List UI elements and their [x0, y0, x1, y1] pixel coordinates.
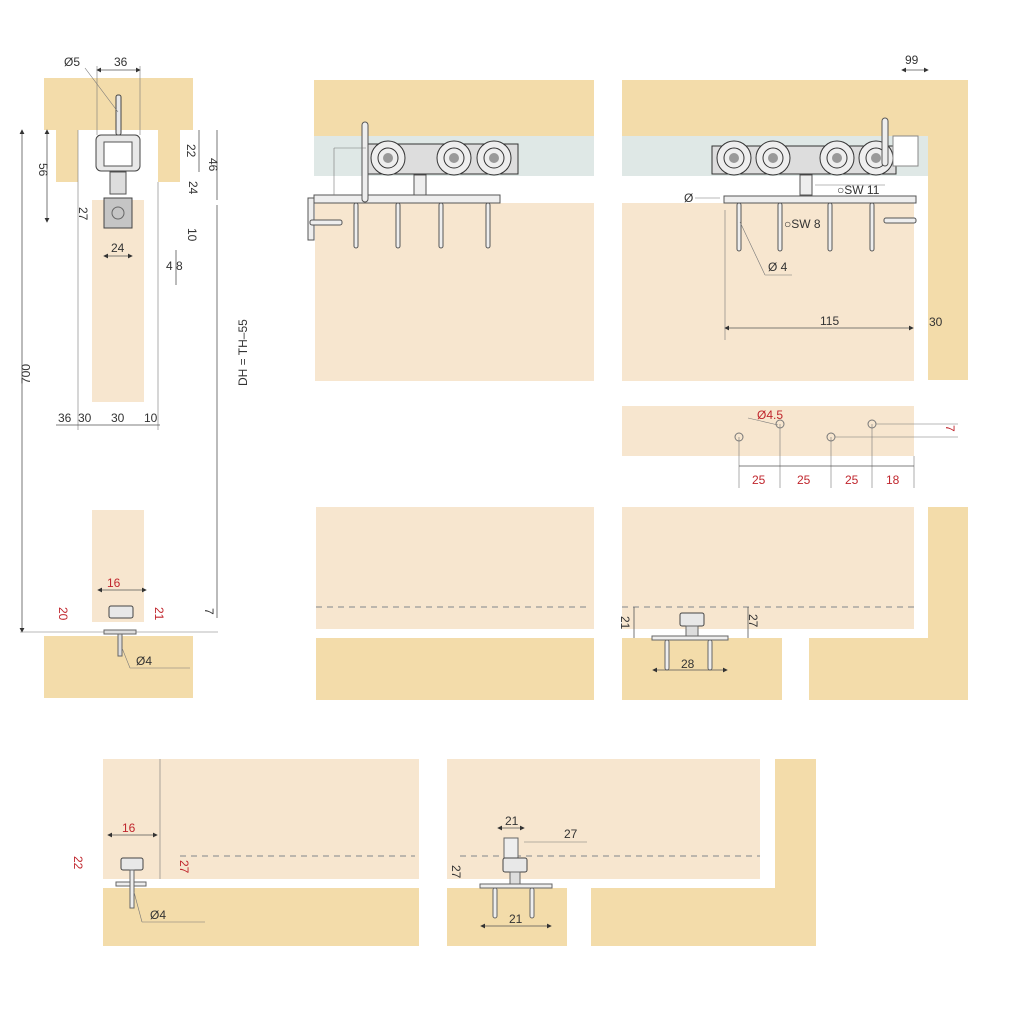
mounting-block	[103, 197, 133, 229]
front-view-top-left	[307, 80, 594, 381]
dim-22b: 22	[71, 856, 85, 870]
wheel-icon	[755, 140, 791, 176]
left-jamb	[56, 130, 78, 182]
wheel-icon	[370, 140, 406, 176]
dim-30c: 30	[929, 315, 943, 329]
dim-diameter-5: Ø5	[64, 55, 80, 69]
dim-10: 10	[185, 228, 199, 242]
floor-guide	[108, 605, 134, 619]
door-panel-bottom	[92, 510, 144, 622]
dim-700: 700	[19, 364, 33, 384]
dim-28: 28	[681, 657, 695, 671]
dim-36b: 36	[58, 411, 72, 425]
bolt-icon	[109, 171, 127, 195]
floor-guide	[679, 612, 705, 627]
dim-16: 16	[107, 576, 121, 590]
wheel-icon	[476, 140, 512, 176]
corner-frame	[809, 507, 968, 700]
dim-diameter-4b: Ø 4	[768, 260, 788, 274]
dim-diameter-4: Ø4	[136, 654, 152, 668]
dim-21b: 21	[618, 616, 632, 630]
dim-22: 22	[184, 144, 198, 158]
dim-115: 115	[820, 314, 839, 328]
dim-24-horiz: 24	[111, 241, 125, 255]
dim-21c: 21	[505, 814, 519, 828]
screw-icon	[129, 869, 135, 909]
dim-21: 21	[152, 607, 166, 621]
door-panel-top	[92, 200, 144, 402]
dim-46: 46	[206, 158, 220, 172]
dim-width-36: 36	[114, 55, 128, 69]
front-view-bottom-right: 28 21 27	[618, 507, 968, 700]
dim-21d: 21	[509, 912, 523, 926]
mounting-plate	[313, 194, 501, 204]
side-section-view: 36 Ø5 56 22 46 24 27 24 10 4 8 700 DH = …	[19, 55, 250, 698]
dim-56: 56	[36, 163, 50, 177]
dim-door-height: DH = TH–55	[236, 319, 250, 386]
dim-diameter-4c: Ø4	[150, 908, 166, 922]
dim-27b: 27	[746, 614, 760, 628]
dim-gap-25b: 25	[797, 473, 811, 487]
dim-27e: 27	[449, 865, 463, 879]
right-jamb	[158, 130, 180, 182]
label-sw11: ○SW 11	[837, 183, 880, 197]
dim-offset-7: 7	[943, 425, 957, 432]
front-view-top-right: 99 Ø ○SW 11 ○SW 8 Ø 4 115 30	[622, 53, 968, 381]
dim-diameter-mark: Ø	[684, 191, 693, 205]
dim-gap-18: 18	[886, 473, 900, 487]
side-wall	[928, 80, 968, 380]
wheel-icon	[716, 140, 752, 176]
dim-27: 27	[76, 207, 90, 221]
front-view-bottom-left	[316, 507, 594, 700]
dim-diameter-45: Ø4.5	[757, 408, 783, 422]
dim-gap-25a: 25	[752, 473, 766, 487]
label-sw8: ○SW 8	[784, 217, 821, 231]
dim-24-vert: 24	[186, 181, 200, 195]
dim-99: 99	[905, 53, 919, 67]
detail-bottom-left: 16 22 27 Ø4	[71, 759, 419, 946]
hole-pattern-view: 25 25 25 18 Ø4.5 7	[622, 406, 958, 488]
dim-30a: 30	[78, 411, 92, 425]
wheel-icon	[819, 140, 855, 176]
dim-27c: 27	[177, 860, 191, 874]
wheel-icon	[436, 140, 472, 176]
detail-bottom-right: 21 27 27 21	[447, 759, 816, 946]
screw-icon	[117, 633, 123, 657]
dim-7: 7	[202, 608, 216, 615]
dim-30b: 30	[111, 411, 125, 425]
dim-gap-25c: 25	[845, 473, 859, 487]
dim-10b: 10	[144, 411, 158, 425]
dim-27d: 27	[564, 827, 578, 841]
dim-16b: 16	[122, 821, 136, 835]
pin-icon	[115, 94, 122, 136]
dim-20: 20	[56, 607, 70, 621]
door-panel	[315, 203, 594, 381]
dim-48: 4 8	[166, 259, 183, 273]
